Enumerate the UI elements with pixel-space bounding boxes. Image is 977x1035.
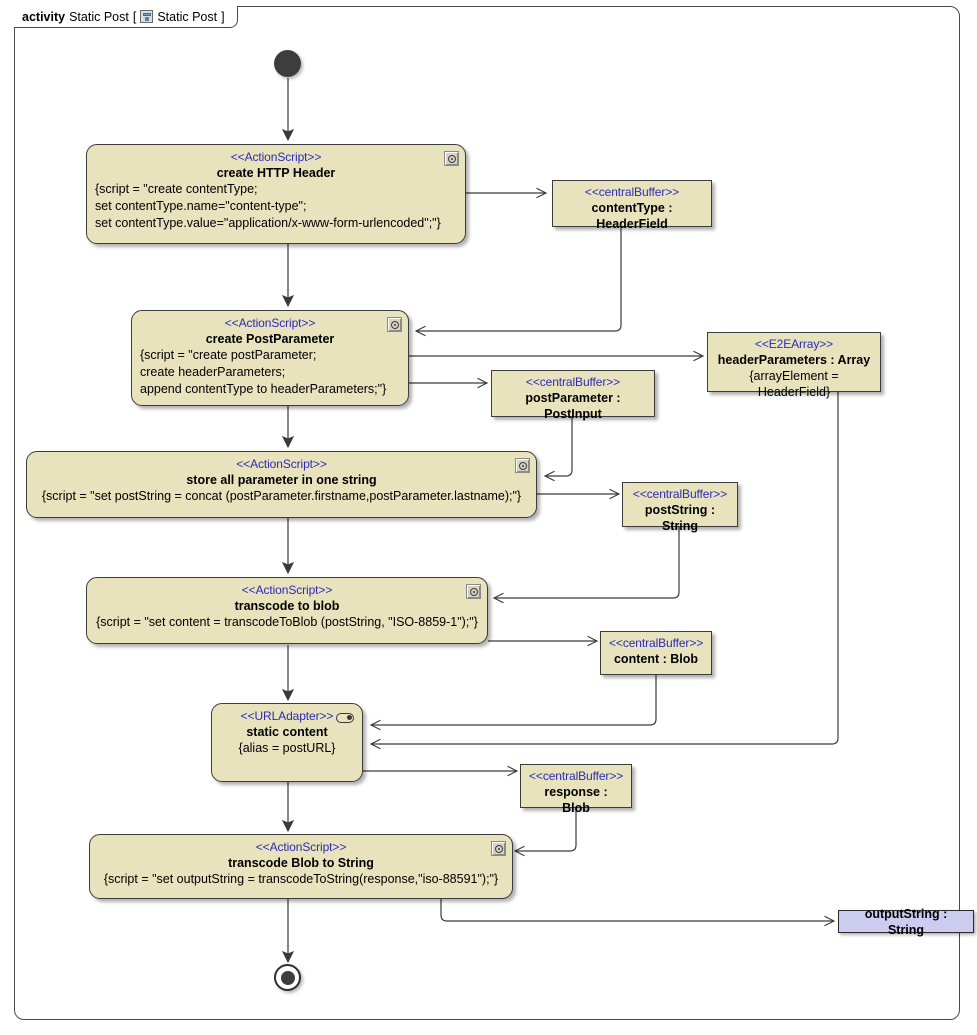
edge-headerparams-to-static [371,392,839,744]
stereotype-label: <<ActionScript>> [255,840,347,854]
stereotype-label: <<ActionScript>> [236,457,327,471]
edge-contenttype-to-postparam [416,227,622,331]
url-adapter-icon [336,713,354,723]
activity-parameter-outputstring[interactable]: outputString : String [838,907,974,937]
edge-poststring-to-transcodeblob [494,525,680,598]
node-title: transcode to blob [234,599,340,613]
node-body: {script = "set content = transcodeToBlob… [96,615,478,629]
node-title: static content [246,725,328,739]
node-title: transcode Blob to String [228,856,374,870]
node-title: contentType : HeaderField [591,201,673,231]
edge-response-to-transcodestring [515,807,577,851]
frame-name: Static Post [69,9,129,24]
node-title: content : Blob [613,652,698,666]
node-body: {script = "set postString = concat (post… [41,489,522,503]
node-title: postString : String [644,503,716,533]
stereotype-label: <<ActionScript>> [230,150,322,164]
action-script-icon [444,151,459,166]
node-body: {script = "create contentType; set conte… [95,182,441,230]
node-constraint: {alias = postURL} [238,741,336,755]
central-buffer-response[interactable]: <<centralBuffer>> response : Blob [520,764,632,815]
frame-bracket-open: [ [132,9,137,24]
action-create-http-header[interactable]: <<ActionScript>> create HTTP Header {scr… [86,144,466,244]
activity-final-node[interactable] [274,964,301,991]
central-buffer-postparameter[interactable]: <<centralBuffer>> postParameter : PostIn… [491,370,655,421]
stereotype-label: <<centralBuffer>> [529,769,624,783]
activity-diagram-icon [140,10,154,23]
stereotype-label: <<centralBuffer>> [632,487,728,501]
action-script-icon [491,841,506,856]
frame-keyword: activity [22,9,66,24]
node-body: {script = "create postParameter; create … [140,348,387,396]
action-script-icon [387,317,402,332]
action-transcode-to-blob[interactable]: <<ActionScript>> transcode to blob {scri… [86,577,488,644]
frame-bracket-close: ] [221,9,225,24]
action-transcode-blob-to-string[interactable]: <<ActionScript>> transcode Blob to Strin… [89,834,513,899]
activity-frame-label: activity Static Post [ Static Post ] [14,6,238,28]
node-constraint: {arrayElement = HeaderField} [749,369,839,399]
activity-frame [14,6,960,1020]
central-buffer-contenttype[interactable]: <<centralBuffer>> contentType : HeaderFi… [552,180,712,231]
node-title: create HTTP Header [216,166,336,180]
action-static-content[interactable]: <<URLAdapter>> static content {alias = p… [211,703,363,782]
e2e-array-headerparameters[interactable]: <<E2EArray>> headerParameters : Array {a… [707,332,881,399]
action-store-all-parameter[interactable]: <<ActionScript>> store all parameter in … [26,451,537,518]
action-script-icon [466,584,481,599]
edge-content-to-static [371,674,657,725]
node-body: {script = "set outputString = transcodeT… [103,872,499,886]
central-buffer-poststring[interactable]: <<centralBuffer>> postString : String [622,482,738,533]
stereotype-label: <<centralBuffer>> [609,636,704,650]
node-title: postParameter : PostInput [525,391,621,421]
central-buffer-content[interactable]: <<centralBuffer>> content : Blob [600,631,712,675]
frame-inner-name: Static Post [157,9,218,24]
stereotype-label: <<E2EArray>> [754,337,834,351]
edge-postparambuffer-to-store [545,413,573,476]
edge-transcodestring-to-outputstring [440,893,834,921]
node-title: headerParameters : Array [717,353,871,367]
action-create-postparameter[interactable]: <<ActionScript>> create PostParameter {s… [131,310,409,406]
stereotype-label: <<URLAdapter>> [240,709,334,723]
stereotype-label: <<ActionScript>> [224,316,316,330]
initial-node[interactable] [274,50,301,77]
node-title: response : Blob [544,785,608,815]
node-title: create PostParameter [205,332,335,346]
node-title: outputString : String [864,906,948,937]
stereotype-label: <<centralBuffer>> [525,375,621,389]
node-title: store all parameter in one string [186,473,377,487]
stereotype-label: <<centralBuffer>> [584,185,680,199]
stereotype-label: <<ActionScript>> [241,583,333,597]
action-script-icon [515,458,530,473]
